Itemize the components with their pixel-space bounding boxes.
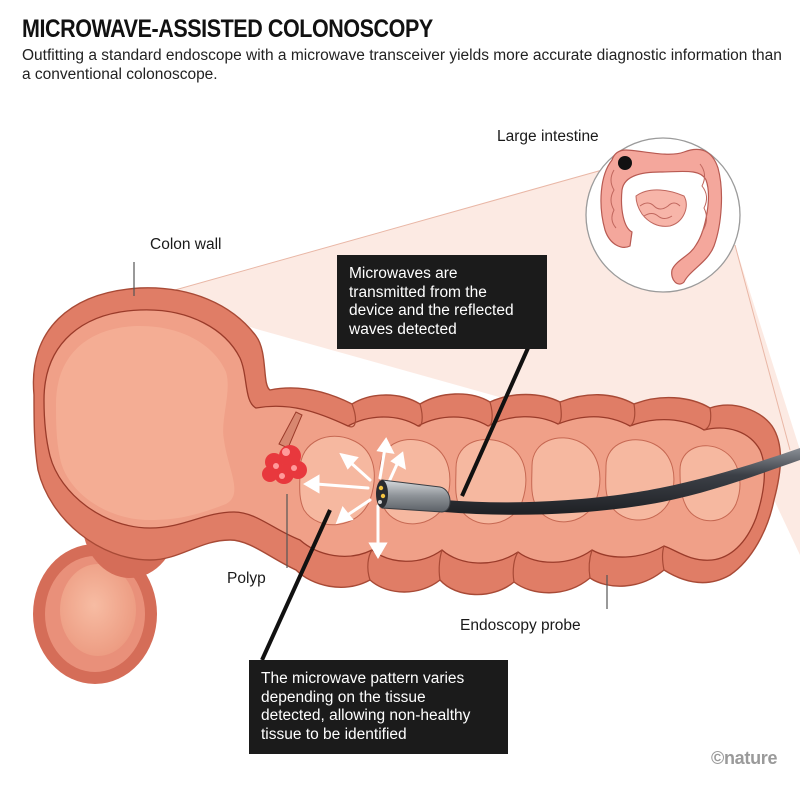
callout-pattern-line: depending on the tissue [261,688,426,706]
zoom-line-lower [734,244,791,451]
figure-subtitle: Outfitting a standard endoscope with a m… [22,47,782,83]
label-polyp: Polyp [227,570,266,587]
large-intestine-inset [585,137,741,293]
callout-pattern-line: tissue to be identified [261,725,407,743]
label-endoscopy-probe: Endoscopy probe [460,617,581,634]
callout-pattern: The microwave pattern varies depending o… [249,660,508,754]
outer-wall-folds [347,401,712,583]
endoscope-tip [376,479,451,513]
polyp [262,445,307,484]
callout-microwaves-line: Microwaves are [349,265,458,282]
callout-microwaves: Microwaves are transmitted from the devi… [337,255,547,349]
figure-title: MICROWAVE-ASSISTED COLONOSCOPY [22,15,433,43]
nature-credit: ©nature [711,748,778,768]
label-colon-wall: Colon wall [150,236,222,253]
callout-pattern-line: detected, allowing non-healthy [261,707,471,724]
callout-microwaves-line: transmitted from the [349,283,487,301]
leader-lines [133,262,608,609]
microwaves-pointer [460,347,530,497]
callout-microwaves-line: waves detected [349,320,457,338]
pattern-pointer [260,509,332,661]
callout-microwaves-line: device and the reflected [349,302,514,319]
microwave-arrows [303,437,406,559]
label-large-intestine: Large intestine [497,128,599,145]
callout-pattern-line: The microwave pattern varies [261,670,465,687]
chamber-highlight [56,326,235,520]
zoom-line-upper [149,164,621,298]
endoscope-cable [444,448,800,515]
